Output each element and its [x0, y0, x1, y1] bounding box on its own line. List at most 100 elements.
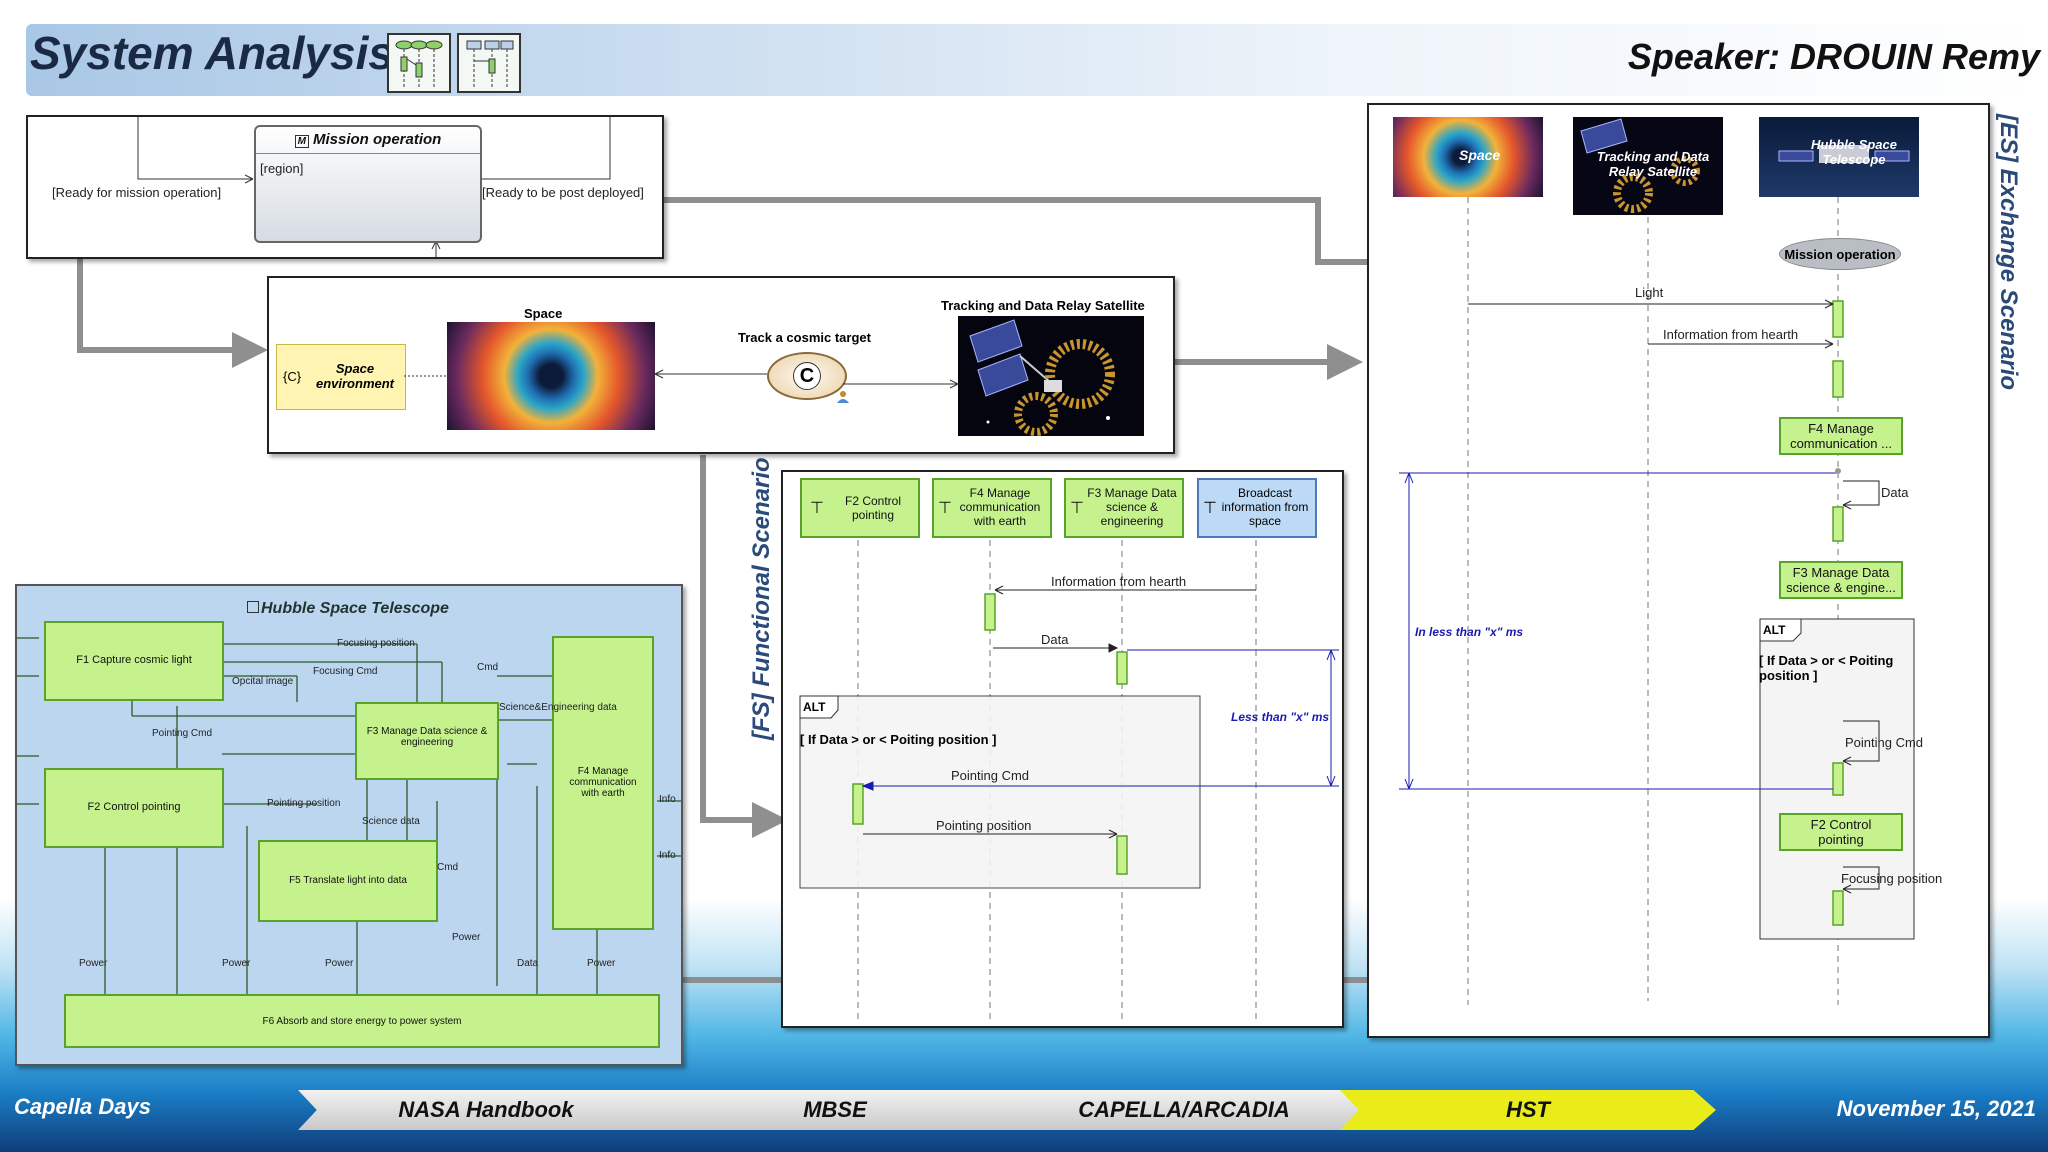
ex-focusing-position: Focusing position [337, 638, 415, 649]
f6-label: F6 Absorb and store energy to power syst… [262, 1016, 462, 1027]
lifeline-broadcast[interactable]: ⊤ Broadcast information from space [1197, 478, 1317, 538]
footer-step-capella-arcadia[interactable]: CAPELLA/ARCADIA [996, 1090, 1372, 1130]
ex-info-a: Info [659, 794, 676, 805]
fs-side-title: [FS] Functional Scenario [748, 457, 775, 740]
function-f6[interactable]: F6 Absorb and store energy to power syst… [64, 994, 660, 1048]
ex-science-data: Science data [362, 816, 420, 827]
fs-msg-pointing-cmd: Pointing Cmd [951, 768, 1030, 783]
lifeline-broadcast-label: Broadcast information from space [1221, 486, 1309, 528]
es-f2-label: F2 Control pointing [1810, 817, 1872, 847]
tdrs-image [958, 316, 1144, 436]
component-icon [247, 601, 259, 613]
ex-power-a: Power [79, 958, 108, 969]
ex-pointing-cmd: Pointing Cmd [152, 728, 213, 739]
es-msg-data: Data [1881, 485, 1909, 500]
es-tdrs-image[interactable]: Tracking and Data Relay Satellite [1573, 117, 1723, 215]
ex-cmd-b: Cmd [437, 862, 459, 873]
mode-diagram-panel: M Mission operation [region] [Ready for m… [26, 115, 664, 259]
lifeline-f3-label: F3 Manage Data science & engineering [1087, 486, 1177, 528]
lifeline-f4[interactable]: ⊤ F4 Manage communication with earth [932, 478, 1052, 538]
ex-power-e: Power [587, 958, 616, 969]
ex-power-b: Power [222, 958, 251, 969]
capability-label: Track a cosmic target [738, 330, 871, 345]
space-label: Space [524, 306, 563, 321]
footer-step-nasa-handbook[interactable]: NASA Handbook [298, 1090, 674, 1130]
function-f3[interactable]: F3 Manage Data science & engineering [355, 702, 499, 780]
footer-date: November 15, 2021 [1836, 1096, 2036, 1121]
footer-event: Capella Days [14, 1094, 151, 1119]
capability-ellipse[interactable]: C [767, 352, 847, 400]
lifeline-f4-icon: ⊤ [938, 500, 952, 517]
ex-focusing-cmd: Focusing Cmd [313, 666, 378, 677]
es-msg-focusing-position: Focusing position [1841, 871, 1943, 886]
footer-step-hst[interactable]: HST [1340, 1090, 1716, 1130]
f5-label: F5 Translate light into data [289, 875, 407, 886]
es-side-title: [ES] Exchange Scenario [1995, 114, 2022, 391]
ex-optical-image: Opcital image [232, 676, 294, 687]
exchange-scenario-toolbar-icon[interactable] [457, 33, 521, 93]
mode-state-label: Mission operation [313, 131, 442, 148]
es-hubble-image[interactable]: Hubble Space Telescope [1759, 117, 1919, 197]
capability-panel: {C} Space environment Space Track a cosm… [267, 276, 1175, 454]
ex-info-b: Info [659, 850, 676, 861]
fs-msg-pointing-position: Pointing position [936, 818, 1032, 833]
dataflow-panel: Hubble Space Telescope [15, 584, 683, 1066]
fs-msg-info-from-hearth: Information from hearth [1051, 574, 1187, 589]
ex-power-d: Power [452, 932, 481, 943]
mode-icon: M [294, 135, 309, 148]
lifeline-f2-label: F2 Control pointing [844, 494, 902, 522]
actor-icon [835, 390, 851, 404]
scenario-toolbar-icon[interactable] [387, 33, 451, 93]
speaker-label: Speaker: DROUIN Remy [1627, 36, 2040, 77]
es-mode-ellipse[interactable]: Mission operation [1779, 238, 1901, 270]
es-constraint: In less than "x" ms [1415, 625, 1524, 639]
f1-label: F1 Capture cosmic light [76, 654, 192, 666]
es-msg-info-from-hearth: Information from hearth [1663, 327, 1799, 342]
ex-pointing-position: Pointing position [267, 798, 341, 809]
fs-constraint: Less than "x" ms [1231, 710, 1330, 724]
lifeline-f3-icon: ⊤ [1070, 500, 1084, 517]
function-f1[interactable]: F1 Capture cosmic light [44, 621, 224, 701]
es-f3-label: F3 Manage Data science & engine... [1786, 565, 1896, 595]
es-alt-label: ALT [1763, 623, 1786, 637]
lifeline-f4-label: F4 Manage communication with earth [959, 486, 1041, 528]
functional-scenario-panel: ⊤ F2 Control pointing ⊤ F4 Manage commun… [781, 470, 1344, 1028]
mode-region-label: [region] [260, 161, 304, 176]
ex-power-c: Power [325, 958, 354, 969]
f3-label: F3 Manage Data science & engineering [366, 726, 488, 748]
es-tdrs-label: Tracking and Data Relay Satellite [1596, 149, 1710, 179]
satellite-label: Tracking and Data Relay Satellite [941, 298, 1145, 313]
es-sequence [1399, 197, 1915, 1005]
es-alt-guard: [ If Data > or < Poiting position ] [1759, 653, 1894, 683]
function-f5[interactable]: F5 Translate light into data [258, 840, 438, 922]
nebula-image [447, 322, 655, 430]
es-hubble-label: Hubble Space Telescope [1811, 137, 1897, 167]
ex-sci-eng-data: Science&Engineering data [499, 702, 617, 713]
es-space-image[interactable]: Space [1393, 117, 1543, 197]
ex-cmd-a: Cmd [477, 662, 499, 673]
function-f2[interactable]: F2 Control pointing [44, 768, 224, 848]
footer-step-mbse[interactable]: MBSE [647, 1090, 1023, 1130]
mode-state[interactable]: M Mission operation [region] [254, 125, 482, 243]
guard-ready-post-deployed: [Ready to be post deployed] [482, 185, 644, 200]
es-f4-label: F4 Manage communication ... [1790, 421, 1892, 451]
fs-alt-label: ALT [803, 700, 826, 714]
lifeline-f2-icon: ⊤ [810, 500, 824, 517]
page-title: System Analysis [30, 27, 394, 79]
lifeline-broadcast-icon: ⊤ [1203, 500, 1217, 517]
es-function-f2[interactable]: F2 Control pointing [1779, 813, 1903, 851]
space-environment-box[interactable]: {C} Space environment [276, 344, 406, 410]
lifeline-f2[interactable]: ⊤ F2 Control pointing [800, 478, 920, 538]
es-function-f3[interactable]: F3 Manage Data science & engine... [1779, 561, 1903, 599]
title-bar [26, 24, 2046, 96]
es-space-label: Space [1459, 147, 1501, 163]
guard-ready-for-mission: [Ready for mission operation] [52, 185, 222, 200]
function-f4[interactable]: F4 Manage communication with earth [552, 636, 654, 930]
dataflow-title: Hubble Space Telescope [261, 600, 449, 617]
lifeline-f3[interactable]: ⊤ F3 Manage Data science & engineering [1064, 478, 1184, 538]
es-function-f4[interactable]: F4 Manage communication ... [1779, 417, 1903, 455]
fs-sequence [799, 540, 1339, 1020]
mode-transitions [137, 117, 611, 257]
f4-label: F4 Manage communication with earth [569, 766, 637, 799]
ex-data: Data [517, 958, 539, 969]
